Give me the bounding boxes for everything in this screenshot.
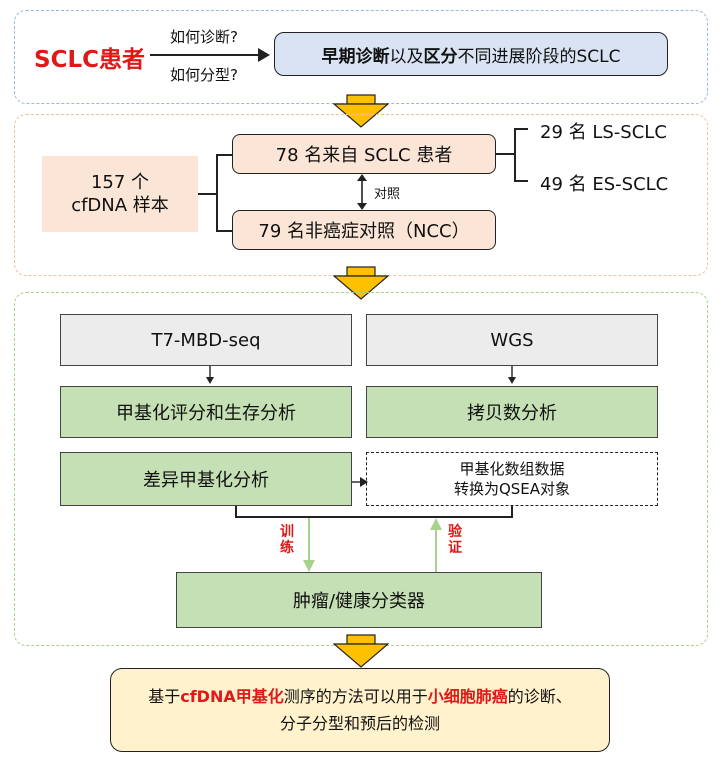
diff-methylation-box: 差异甲基化分析 [60, 452, 352, 506]
diff-methylation-text: 差异甲基化分析 [143, 470, 269, 491]
t7-mbd-seq-box: T7-MBD-seq [60, 314, 352, 366]
methylation-score-box: 甲基化评分和生存分析 [60, 386, 352, 438]
question-classify: 如何分型? [170, 66, 238, 84]
flow-arrow-2-icon [332, 266, 390, 300]
copy-number-text: 拷贝数分析 [467, 403, 557, 424]
control-double-arrow-icon [356, 174, 368, 210]
bracket-samples-top [216, 154, 232, 156]
conclusion-box: 基于cfDNA甲基化测序的方法可以用于小细胞肺癌的诊断、 分子分型和预后的检测 [110, 668, 610, 752]
methylation-score-text: 甲基化评分和生存分析 [116, 403, 296, 424]
control-label: 对照 [374, 187, 401, 202]
train-label: 训练 [280, 524, 294, 557]
validate-arrow-icon [429, 518, 443, 572]
conclusion-diagnosis: 的诊断、 [507, 686, 572, 706]
t7-mbd-seq-text: T7-MBD-seq [151, 329, 261, 351]
qsea-box: 甲基化数组数据 转换为QSEA对象 [366, 452, 658, 506]
wgs-text: WGS [490, 329, 534, 351]
ls-sclc-label: 29 名 LS-SCLC [540, 122, 667, 143]
bracket-stage-top [514, 128, 528, 130]
wgs-box: WGS [366, 314, 658, 366]
question-arrow-shaft [150, 54, 260, 56]
merge-left-v [235, 506, 237, 518]
wgs-arrow-icon [507, 366, 517, 384]
conclusion-method: 测序的方法可以用于 [283, 686, 428, 706]
sclc-patients-box: 78 名来自 SCLC 患者 [232, 134, 496, 174]
validate-label: 验证 [448, 524, 462, 557]
ncc-text: 79 名非癌症对照（NCC） [258, 221, 470, 242]
conclusion-cfdna-methylation: cfDNA甲基化 [180, 686, 284, 706]
goal-early-diagnosis: 早期诊断 [321, 46, 390, 67]
question-diagnose: 如何诊断? [170, 28, 238, 46]
qsea-line2: 转换为QSEA对象 [453, 480, 571, 498]
flow-arrow-3-icon [332, 634, 390, 668]
samples-count: 157 个 [90, 171, 150, 193]
bracket-stage-h [496, 153, 514, 155]
conclusion-line1: 基于cfDNA甲基化测序的方法可以用于小细胞肺癌的诊断、 [148, 683, 572, 710]
conclusion-based-on: 基于 [148, 686, 181, 706]
merge-h [235, 516, 513, 518]
goal-stages: 不同进展阶段的SCLC [457, 46, 621, 67]
bracket-stage-bottom [514, 180, 528, 182]
goal-distinguish: 区分 [423, 46, 458, 67]
qsea-line1: 甲基化数组数据 [459, 459, 565, 478]
bracket-samples-bottom [216, 230, 232, 232]
sclc-patients-text: 78 名来自 SCLC 患者 [275, 145, 453, 166]
classifier-box: 肿瘤/健康分类器 [176, 572, 542, 628]
bracket-samples-h [198, 193, 216, 195]
goal-box: 早期诊断以及区分不同进展阶段的SCLC [274, 32, 668, 76]
samples-box: 157 个 cfDNA 样本 [42, 156, 198, 232]
merge-right-v [511, 506, 513, 518]
qsea-arrow-icon [352, 473, 368, 487]
sclc-patient-label: SCLC患者 [34, 47, 145, 73]
conclusion-line2: 分子分型和预后的检测 [279, 714, 440, 733]
copy-number-box: 拷贝数分析 [366, 386, 658, 438]
samples-type: cfDNA 样本 [71, 195, 169, 216]
t7-arrow-icon [205, 366, 215, 384]
classifier-text: 肿瘤/健康分类器 [292, 591, 426, 612]
question-arrow-head-icon [258, 48, 270, 62]
bracket-stage-v [514, 128, 516, 182]
flow-arrow-1-icon [332, 94, 390, 128]
conclusion-sclc: 小细胞肺癌 [427, 686, 508, 706]
train-arrow-icon [302, 518, 316, 572]
bracket-samples-v [216, 154, 218, 232]
goal-and: 以及 [389, 46, 424, 67]
ncc-box: 79 名非癌症对照（NCC） [232, 210, 496, 250]
es-sclc-label: 49 名 ES-SCLC [540, 174, 669, 195]
